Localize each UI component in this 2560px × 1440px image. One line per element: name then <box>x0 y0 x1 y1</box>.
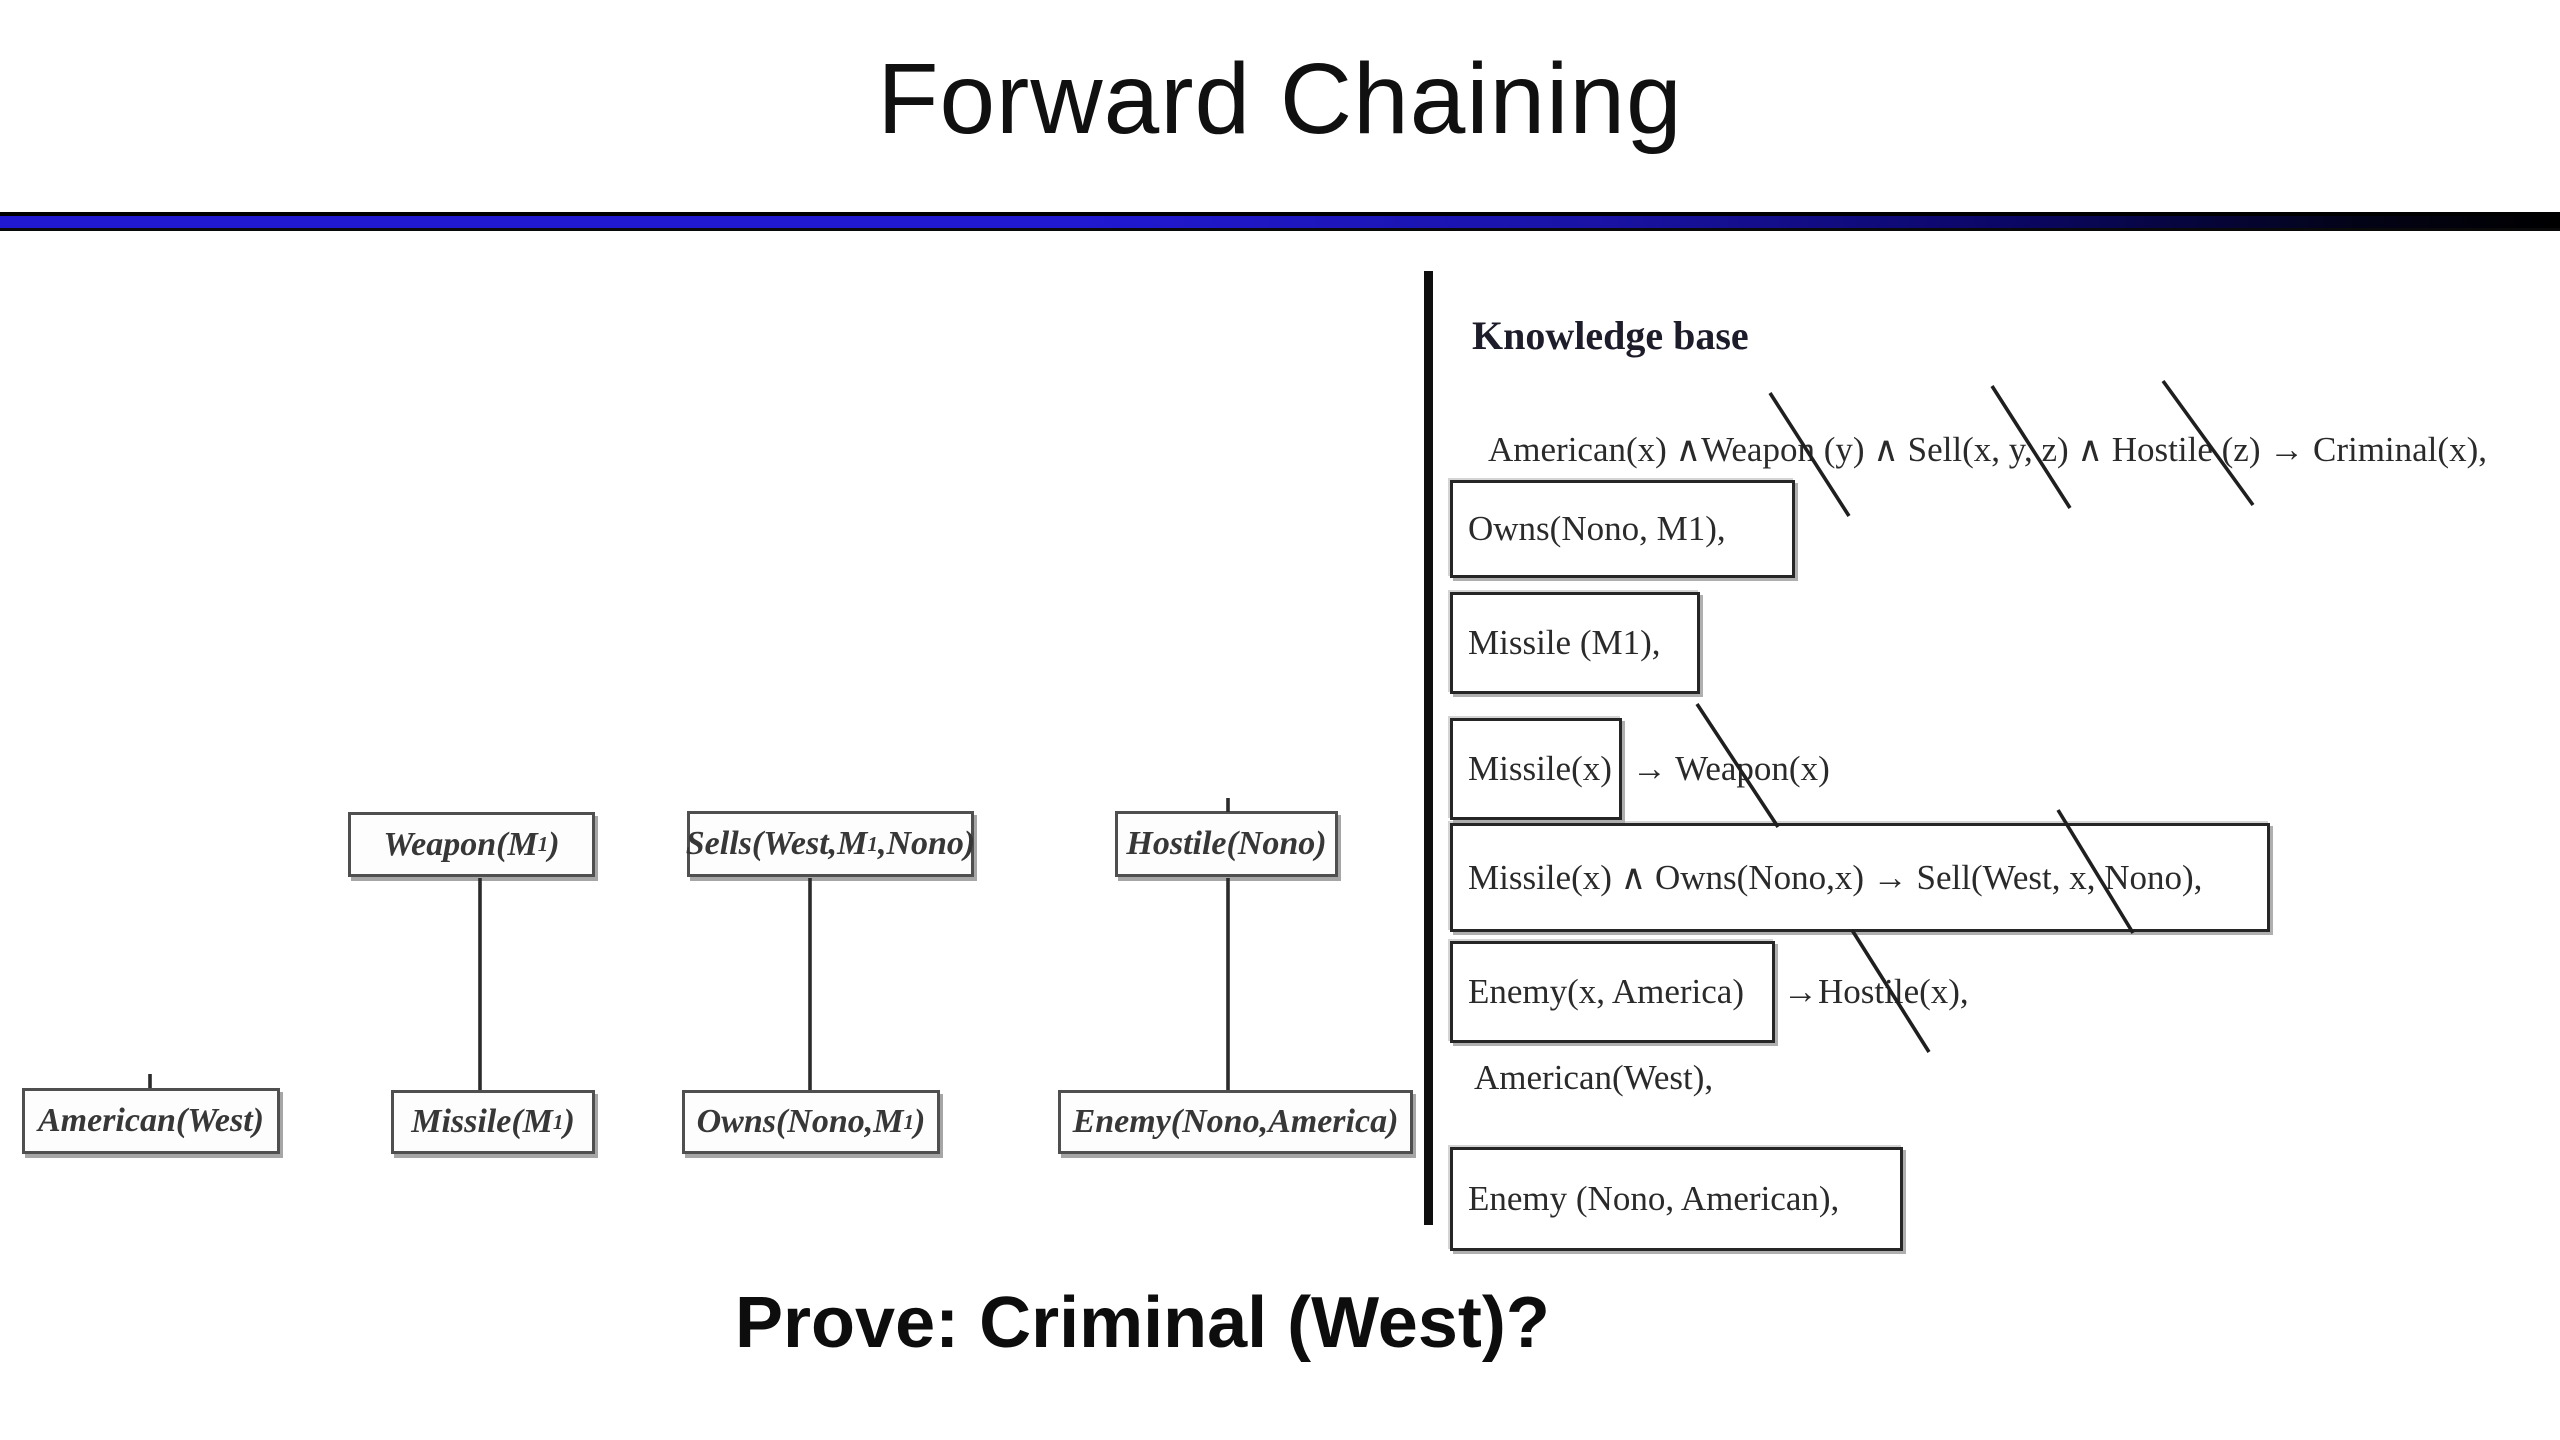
kb-rule-hostile-rhs: →Hostile(x), <box>1783 972 1969 1011</box>
node-text: Owns(Nono,M <box>696 1103 904 1140</box>
kb-box-missile-x: Missile(x) <box>1450 718 1622 820</box>
node-subscript: 1 <box>867 831 878 856</box>
node-american-west: American(West) <box>22 1088 280 1154</box>
kb-box-sell-rule: Missile(x) ∧ Owns(Nono,x) → Sell(West, x… <box>1450 823 2270 932</box>
kb-rule-weapon-row: Missile(x) → Weapon(x) <box>1450 718 1830 820</box>
node-subscript: 1 <box>903 1109 915 1134</box>
node-enemy-nono-america: Enemy(Nono,America) <box>1058 1090 1413 1154</box>
kb-rule-weapon-rhs: → Weapon(x) <box>1632 749 1830 788</box>
kb-rule-weapon-lhs: Missile(x) <box>1468 749 1612 788</box>
kb-fact-owns: Owns(Nono, M1), <box>1468 509 1726 548</box>
kb-rule-sell: Missile(x) ∧ Owns(Nono,x) → Sell(West, x… <box>1468 857 2203 897</box>
node-subscript: 1 <box>537 832 549 856</box>
kb-separator-line <box>1424 271 1433 1225</box>
kb-heading: Knowledge base <box>1472 313 1749 358</box>
node-text: ) <box>563 1103 575 1140</box>
kb-box-enemy-x: Enemy(x, America) <box>1450 941 1775 1043</box>
node-text: Missile(M <box>411 1103 553 1140</box>
node-text: ) <box>548 825 560 863</box>
node-text: ) <box>914 1103 926 1140</box>
node-text: Sells(West,M <box>685 825 868 862</box>
kb-rule-criminal: American(x) ∧Weapon (y) ∧ Sell(x, y, z) … <box>1488 430 2487 469</box>
kb-box-enemy-nono: Enemy (Nono, American), <box>1450 1147 1903 1251</box>
kb-rule-hostile-lhs: Enemy(x, America) <box>1468 972 1745 1011</box>
node-text: Enemy(Nono,America) <box>1072 1103 1399 1140</box>
page-title: Forward Chaining <box>877 43 1683 155</box>
kb-fact-american-west: American(West), <box>1474 1058 1714 1097</box>
node-subscript: 1 <box>552 1109 564 1134</box>
kb-fact-missile: Missile (M1), <box>1468 623 1661 662</box>
kb-rule-hostile-row: Enemy(x, America) →Hostile(x), <box>1450 941 1969 1043</box>
prove-question: Prove: Criminal (West)? <box>735 1283 1550 1363</box>
title-divider-bar <box>0 212 2560 231</box>
node-text: Weapon(M <box>383 825 538 863</box>
node-text: ,Nono) <box>877 825 976 862</box>
node-hostile-nono: Hostile(Nono) <box>1115 811 1338 877</box>
node-text: Hostile(Nono) <box>1126 825 1327 862</box>
kb-box-missile-m1: Missile (M1), <box>1450 592 1700 694</box>
kb-fact-enemy: Enemy (Nono, American), <box>1468 1179 1840 1218</box>
node-text: American(West) <box>37 1102 264 1139</box>
kb-box-owns: Owns(Nono, M1), <box>1450 480 1795 578</box>
